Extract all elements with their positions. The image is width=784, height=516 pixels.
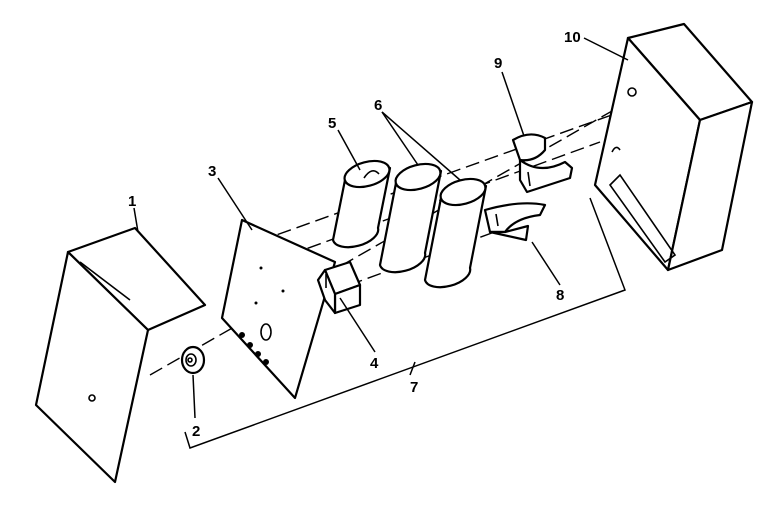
part-1-front-cover [34,226,207,484]
part-6-battery-left [378,162,443,274]
callout-7: 7 [410,379,418,396]
part-9-battery-clip-upper [511,133,574,194]
callout-9: 9 [494,55,502,72]
part-10-rear-case [593,22,754,272]
callout-8: 8 [556,287,564,304]
part-5-capacitor [331,159,392,249]
callout-4: 4 [370,355,379,372]
part-2-knob [180,345,206,375]
leader-lines [133,37,629,419]
callout-3: 3 [208,163,216,180]
part-7-assembly-bracket [184,197,626,449]
part-8-battery-clip-lower [483,202,547,242]
part-6-battery-right [423,177,488,289]
callout-5: 5 [328,115,336,132]
callout-2: 2 [192,423,200,440]
part-4-switch-block [316,260,362,315]
callout-6: 6 [374,97,382,114]
callout-10: 10 [564,29,581,46]
part-3-circuit-board [220,218,337,400]
callout-1: 1 [128,193,136,210]
